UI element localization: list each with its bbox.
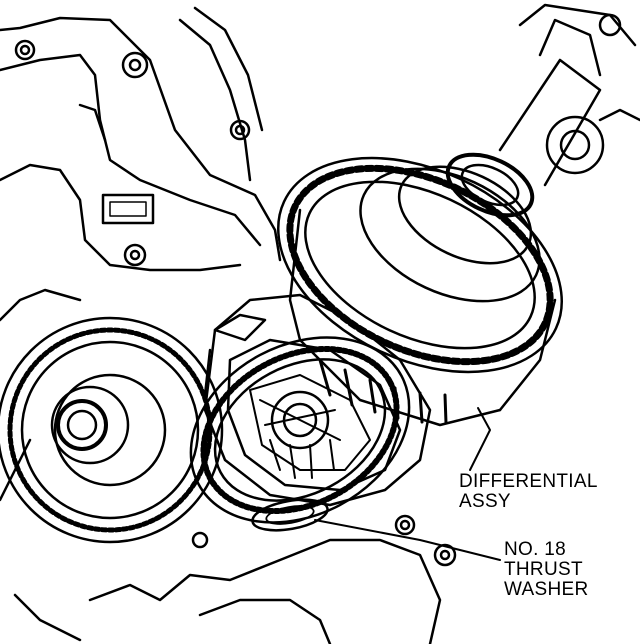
counter-driven-gear	[0, 316, 224, 544]
callout-thrust-washer: NO. 18 THRUST WASHER	[504, 540, 589, 600]
differential-assy	[276, 152, 564, 427]
puller-shaft	[498, 3, 640, 187]
callout-differential-line-1: DIFFERENTIAL	[459, 471, 598, 492]
callout-washer-line-1: NO. 18	[504, 539, 566, 560]
case-bolt-bosses	[14, 39, 457, 567]
ring-gear	[189, 336, 411, 524]
leader-differential	[469, 407, 491, 471]
callout-washer-line-3: WASHER	[504, 579, 589, 600]
differential-case	[203, 293, 432, 507]
callout-washer-line-2: THRUST	[504, 559, 583, 580]
callout-leaders	[314, 407, 501, 561]
leader-thrust-washer	[314, 519, 501, 561]
callout-differential-assy: DIFFERENTIAL ASSY	[459, 472, 598, 512]
callout-differential-line-2: ASSY	[459, 491, 511, 512]
transaxle-case	[0, 6, 442, 644]
thrust-washer	[251, 498, 329, 532]
